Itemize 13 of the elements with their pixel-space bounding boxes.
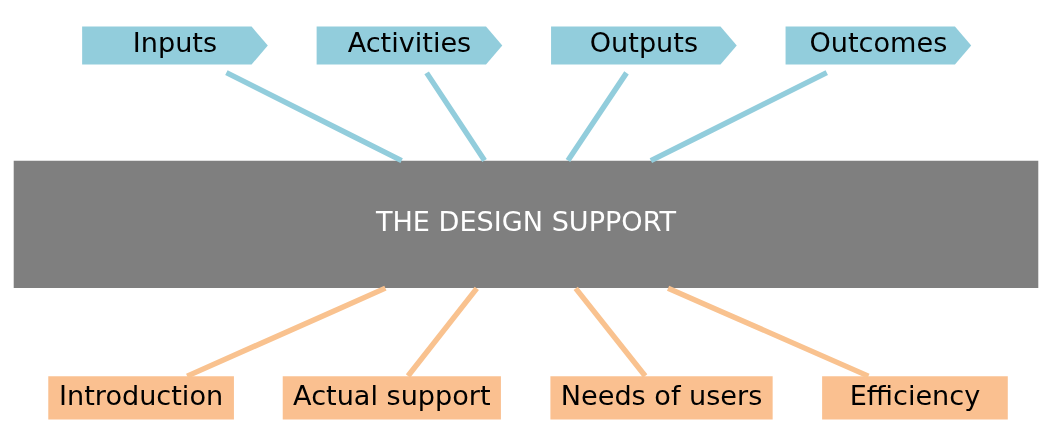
connector [424,70,487,162]
connector [186,285,387,379]
node-box: Actual support [282,375,501,420]
connector [573,286,648,378]
connector [225,69,403,163]
connector [405,286,479,378]
node-box: Needs of users [550,375,773,420]
node-box: THE DESIGN SUPPORT [13,160,1039,288]
connector [565,70,629,162]
connector [649,69,828,163]
node-box: Efficiency [822,375,1008,420]
node-box: Introduction [48,375,234,420]
connector [667,285,870,379]
